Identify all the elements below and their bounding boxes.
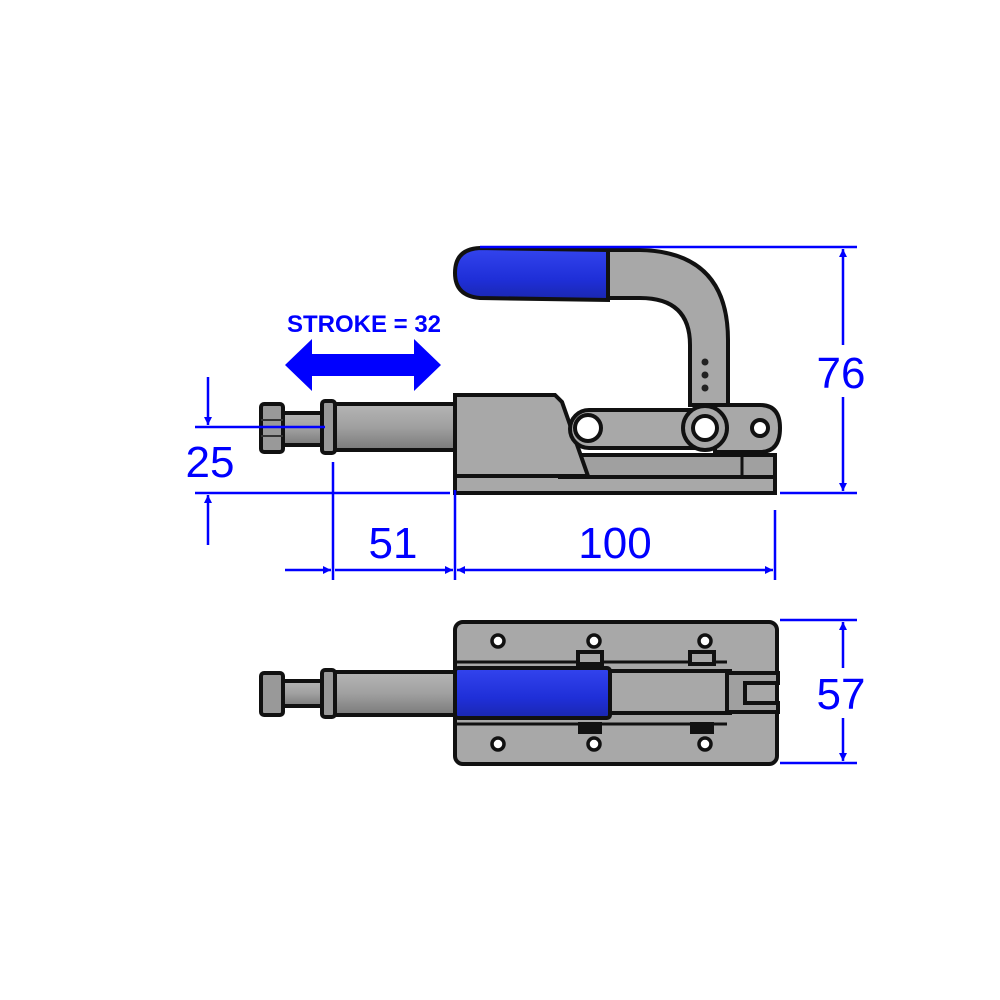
stroke-double-arrow-icon <box>285 339 441 391</box>
mount-tab <box>688 650 716 666</box>
dim-100-label: 100 <box>578 519 651 568</box>
handle-tube <box>603 248 730 407</box>
handle-hole <box>701 371 709 379</box>
clevis <box>725 671 780 714</box>
handle-grip-top <box>453 666 612 720</box>
dim-25-label: 25 <box>186 438 235 487</box>
handle-hole <box>701 358 709 366</box>
pivot-pin <box>750 418 770 438</box>
dim-57-label: 57 <box>817 670 866 719</box>
dimension-25 <box>195 377 450 545</box>
plunger-tube-top <box>330 670 459 717</box>
top-view <box>259 620 780 766</box>
dim-51-label: 51 <box>369 519 418 568</box>
dimension-51-100 <box>285 462 777 580</box>
plunger-shaft <box>280 411 326 447</box>
plunger-head-top <box>259 671 285 717</box>
toggle-ear <box>713 403 783 454</box>
channel <box>598 669 732 715</box>
body-block <box>453 393 591 478</box>
pivot-pin <box>573 413 603 443</box>
handle-hole <box>701 384 709 392</box>
lock-nut-top <box>320 668 337 719</box>
mount-tab <box>690 722 714 734</box>
pivot-pin <box>691 414 719 442</box>
dimension-76 <box>480 245 874 495</box>
plunger-tube <box>330 402 459 452</box>
dimension-57 <box>780 618 874 765</box>
stroke-label: STROKE = 32 <box>287 311 441 338</box>
handle-grip <box>452 245 610 303</box>
mounting-holes <box>490 633 713 752</box>
mount-tab <box>576 650 604 666</box>
plunger-shaft-top <box>280 679 326 708</box>
dim-76-label: 76 <box>817 349 866 398</box>
mount-tab <box>578 722 602 734</box>
